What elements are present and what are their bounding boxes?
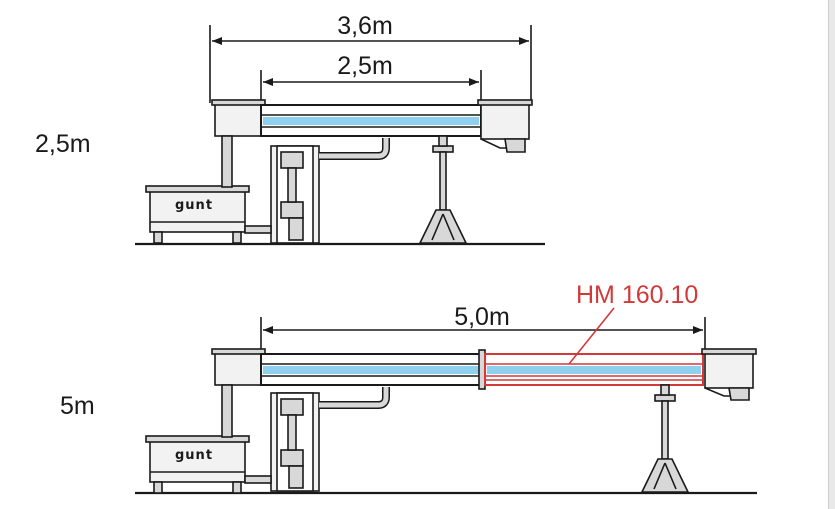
window-edge [828,0,835,509]
top-jack-stand-base [418,209,468,244]
bottom-row-label: 5m [60,392,95,420]
top-suction-pipe [244,225,272,234]
top-inner-dimension-label: 2,5m [337,52,393,80]
top-tank-foot-left [153,231,163,244]
top-outlet-tank [480,102,530,140]
top-inlet-tank [214,102,263,137]
top-supply-tank-logo: gunt [175,198,214,213]
top-assembly [135,25,545,246]
bottom-supply-tank [149,436,246,483]
bottom-dimension-label: 5,0m [454,303,510,331]
top-pump-motor [280,151,304,169]
top-supply-tank [149,186,246,233]
bottom-jack-stand-head [654,394,676,402]
module-label: HM 160.10 [576,281,699,309]
top-tank-foot-right [232,231,242,244]
top-outlet-spout [504,138,526,153]
bottom-supply-tank-logo: gunt [175,448,214,463]
top-riser-pipe [221,135,233,188]
bottom-assembly [135,307,757,495]
bottom-inlet-tank [214,351,263,386]
bottom-extension-module [484,353,704,386]
bottom-jack-stand-base [640,458,690,493]
top-return-pipe [319,138,390,160]
top-flume-water [263,117,479,125]
top-pump-unit [280,201,304,219]
top-jack-stand-head [432,145,454,153]
top-row-label: 2,5m [35,130,91,158]
top-outer-dimension-label: 3,6m [337,12,393,40]
module-leader-line [568,307,615,365]
top-tank-lid [145,185,250,193]
bottom-outlet-tank [704,351,754,389]
